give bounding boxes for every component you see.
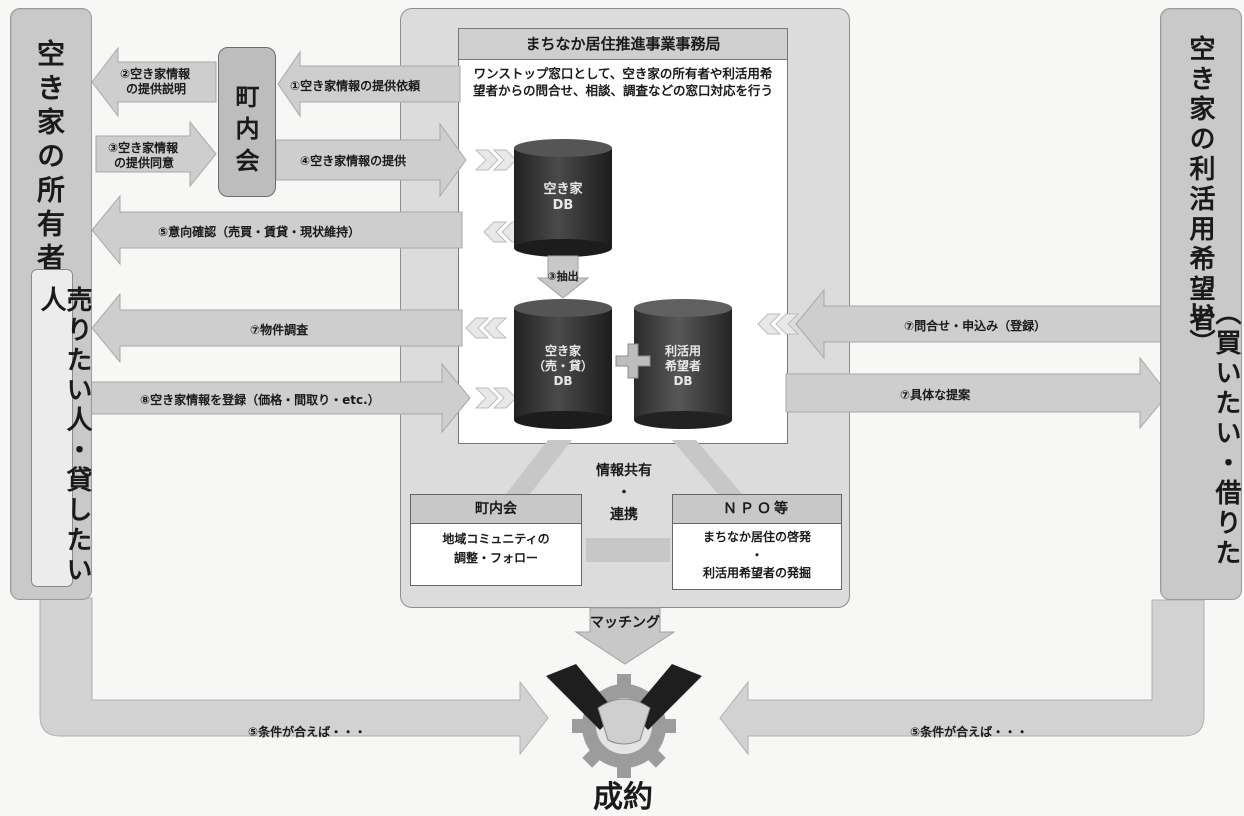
akiya-sale-line3: DB	[553, 374, 573, 388]
chevrons-r1	[757, 313, 800, 335]
owner-sub-box: 売りたい人・貸したい人	[31, 269, 92, 587]
npo-body-line2: ・	[750, 548, 763, 562]
chevrons-6	[465, 317, 508, 339]
bottom-right-label: ⑤条件が合えば・・・	[910, 725, 1029, 739]
arrow-r2-label: ⑦具体な提案	[900, 388, 971, 402]
chonaikai-body-line2: 調整・フォロー	[453, 551, 538, 565]
connector-horizontal	[586, 538, 670, 562]
arrow-3-label: ③空き家情報 の提供同意	[108, 141, 178, 171]
arrow-5-label: ⑤意向確認（売買・賃貸・現状維持）	[158, 225, 361, 239]
info-share-line2: 連携	[610, 507, 638, 523]
info-share-dot: ・	[617, 485, 631, 501]
arrow-2-line1: ②空き家情報	[120, 67, 191, 81]
arrow-r2	[785, 356, 1169, 430]
user-column: 空き家の利活用希望者 （買いたい・借りたい）	[1160, 8, 1242, 600]
user-db-line1: 利活用	[664, 344, 701, 358]
bottom-left-label: ⑤条件が合えば・・・	[248, 725, 367, 739]
arrow-4-label: ④空き家情報の提供	[300, 154, 407, 168]
owner-sub: 売りたい人・貸したい人	[36, 286, 92, 586]
npo-body-line1: まちなか居住の啓発	[702, 530, 811, 544]
chonaikai-sub-title: 町内会	[411, 495, 581, 524]
user-db-line2: 希望者	[664, 359, 701, 373]
arrow-6	[91, 292, 463, 364]
connector-right	[672, 440, 742, 494]
npo-body-line3: 利活用希望者の発掘	[702, 566, 811, 580]
user-db-cylinder	[634, 299, 732, 429]
extract-label: ③抽出	[547, 270, 579, 283]
akiya-db-cylinder	[514, 139, 612, 257]
arrow-3-line2: の提供同意	[114, 156, 175, 170]
extract-arrow	[536, 255, 590, 299]
arrow-3-line1: ③空き家情報	[108, 141, 179, 155]
bottom-right-flow	[719, 599, 1205, 756]
arrow-7-label: ⑧空き家情報を登録（価格・間取り・etc.）	[140, 393, 380, 407]
owner-column: 空き家の所有者 売りたい人・貸したい人	[10, 8, 92, 600]
user-db-label: 利活用 希望者 DB	[634, 344, 732, 389]
chonaikai-label: 町内会	[231, 84, 259, 180]
owner-title: 空き家の所有者	[33, 39, 66, 277]
chonaikai-body-line1: 地域コミュニティの	[442, 532, 550, 546]
akiya-db-line1: 空き家	[543, 182, 583, 197]
chonaikai-box-top: 町内会	[218, 47, 276, 197]
user-sub: （買いたい・借りたい）	[1185, 299, 1241, 569]
chonaikai-sub-body: 地域コミュニティの 調整・フォロー	[411, 524, 581, 568]
arrow-6-label: ⑦物件調査	[250, 323, 309, 337]
bottom-left-flow	[39, 597, 549, 756]
arrow-5	[91, 194, 463, 266]
chonaikai-sub-box: 町内会 地域コミュニティの 調整・フォロー	[410, 494, 582, 586]
plus-icon	[615, 343, 651, 379]
chevrons-7	[474, 387, 517, 409]
matching-arrow	[574, 607, 676, 665]
akiya-db-line2: DB	[552, 198, 574, 213]
arrow-2-label: ②空き家情報 の提供説明	[120, 67, 190, 97]
akiya-sale-line2: （売・貸）	[532, 359, 593, 373]
akiya-sale-db-label: 空き家 （売・貸） DB	[514, 344, 612, 389]
user-title: 空き家の利活用希望者	[1185, 35, 1215, 335]
office-panel: まちなか居住推進事業事務局 ワンストップ窓口として、空き家の所有者や利活用希望者…	[458, 28, 788, 444]
arrow-r1	[795, 288, 1181, 360]
office-title: まちなか居住推進事業事務局	[459, 29, 787, 60]
arrow-2-line2: の提供説明	[126, 82, 187, 96]
arrow-4	[275, 122, 467, 198]
akiya-db-label: 空き家 DB	[514, 182, 612, 214]
handshake-icon	[546, 664, 702, 745]
user-db-line3: DB	[673, 374, 693, 388]
arrow-r1-label: ⑦問合せ・申込み（登録）	[904, 319, 1047, 333]
akiya-sale-line1: 空き家	[544, 344, 581, 358]
arrow-7	[79, 362, 471, 434]
info-share-line1: 情報共有	[596, 463, 652, 479]
arrow-3	[95, 120, 217, 188]
npo-sub-box: ＮＰＯ等 まちなか居住の啓発 ・ 利活用希望者の発掘	[672, 494, 842, 590]
arrow-1	[277, 50, 461, 118]
npo-sub-title: ＮＰＯ等	[673, 495, 841, 524]
arrow-1-label: ①空き家情報の提供依頼	[290, 79, 421, 93]
akiya-sale-db-cylinder	[514, 299, 612, 429]
result-label: 成約	[593, 780, 653, 815]
chevrons-top	[474, 149, 517, 171]
connector-left	[506, 440, 572, 494]
npo-sub-body: まちなか居住の啓発 ・ 利活用希望者の発掘	[673, 524, 841, 582]
office-description: ワンストップ窓口として、空き家の所有者や利活用希望者からの問合せ、相談、調査など…	[472, 66, 773, 98]
arrow-2	[91, 46, 217, 118]
info-share-label: 情報共有 ・ 連携	[576, 460, 672, 526]
matching-label: マッチング	[590, 615, 660, 631]
